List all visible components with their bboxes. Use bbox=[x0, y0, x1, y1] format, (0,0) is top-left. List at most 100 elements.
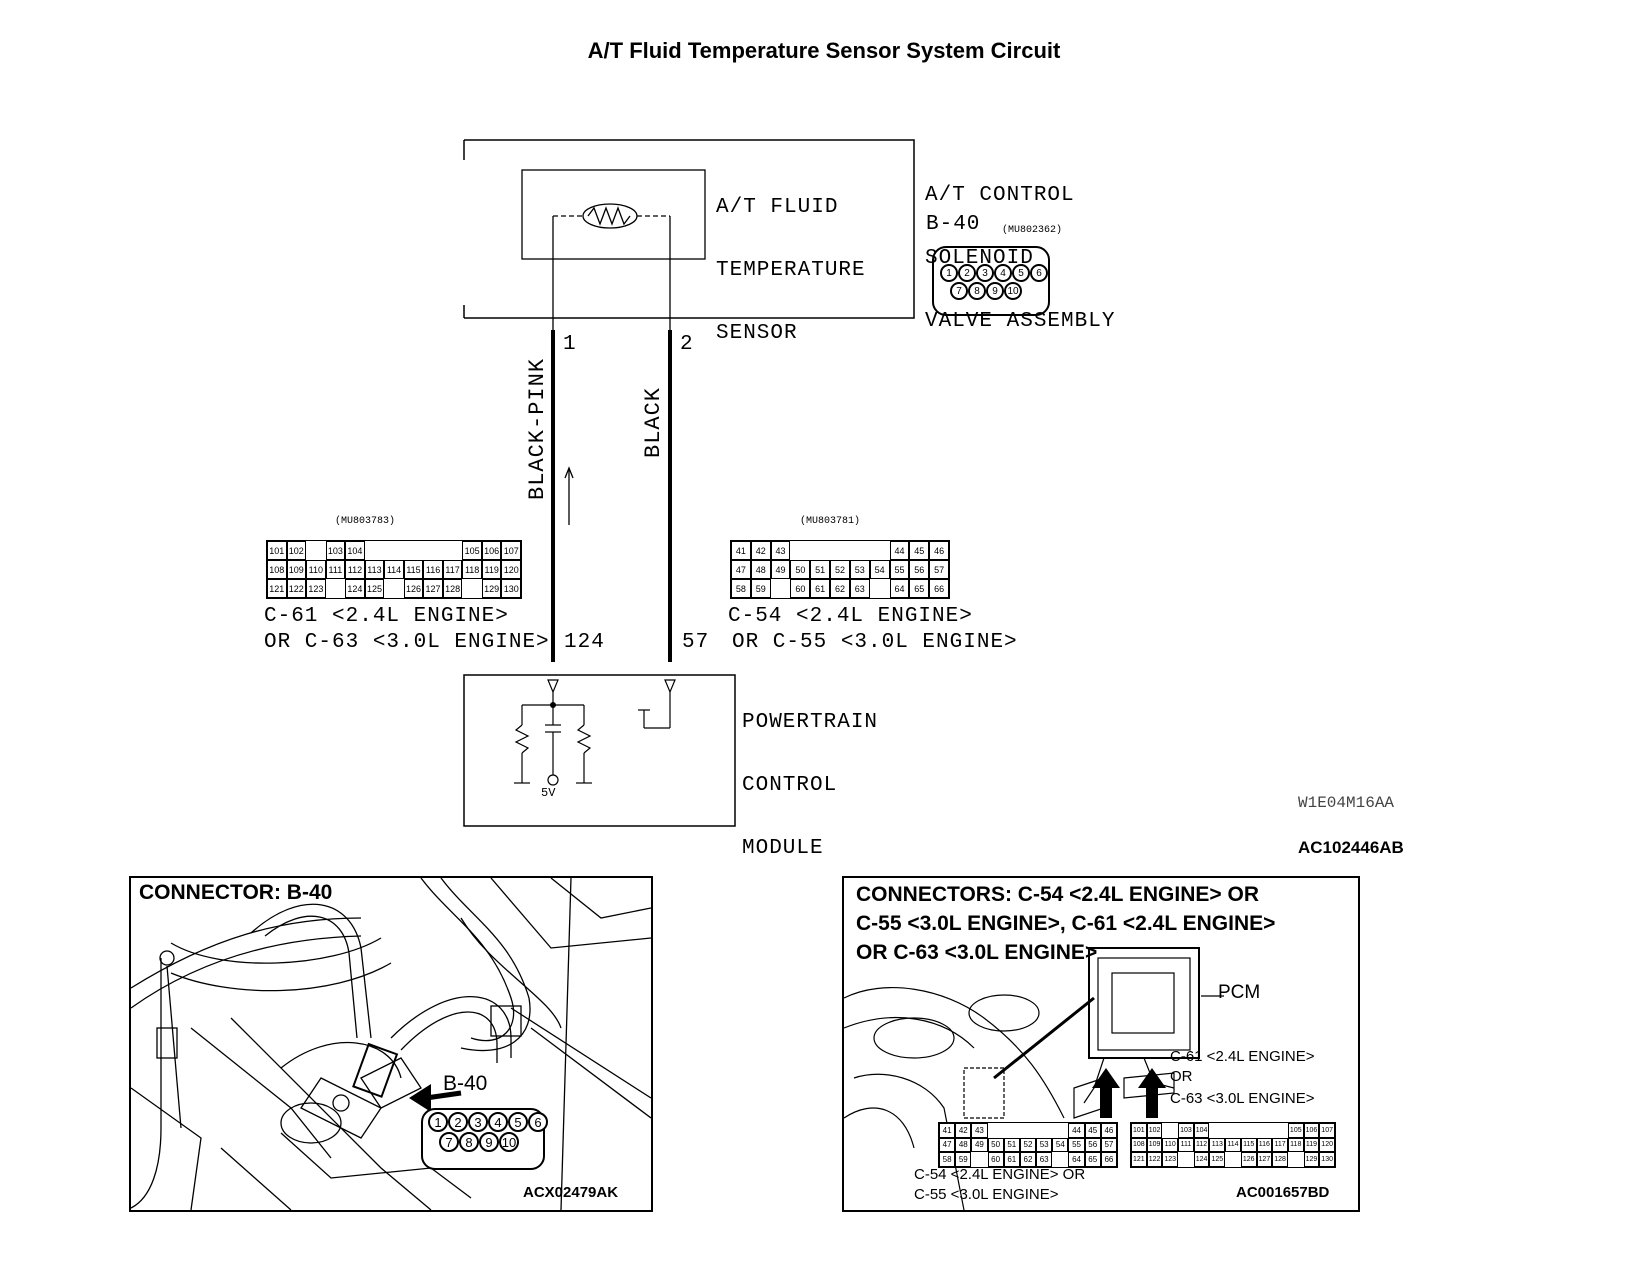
connector-pin: 58 bbox=[939, 1152, 956, 1167]
b40-pin: 9 bbox=[479, 1132, 499, 1152]
b40-pin: 2 bbox=[448, 1112, 468, 1132]
right-connector-label1: C-54 <2.4L ENGINE> bbox=[728, 605, 973, 628]
connector-pin: 125 bbox=[364, 579, 385, 598]
connector-pin: 53 bbox=[1036, 1137, 1053, 1153]
b40-pin: 1 bbox=[940, 264, 958, 282]
left-connector-label1: C-61 <2.4L ENGINE> bbox=[264, 605, 509, 628]
connector-pin: 124 bbox=[1193, 1152, 1210, 1167]
connector-pin: 119 bbox=[481, 560, 502, 579]
connector-pin-blank bbox=[404, 541, 424, 560]
pcm-label: POWERTRAIN CONTROL MODULE bbox=[742, 670, 878, 880]
connector-pin: 103 bbox=[325, 541, 346, 560]
page-title: A/T Fluid Temperature Sensor System Circ… bbox=[587, 38, 1061, 63]
connector-pin-blank bbox=[830, 541, 850, 560]
connector-pin: 56 bbox=[1084, 1137, 1101, 1153]
b40-pin: 3 bbox=[468, 1112, 488, 1132]
connector-pin-blank bbox=[1052, 1123, 1068, 1138]
connector-pin: 128 bbox=[442, 579, 463, 598]
sensor-label-line1: A/T FLUID bbox=[716, 196, 839, 219]
c55-callout-label: C-55 <3.0L ENGINE> bbox=[914, 1186, 1059, 1203]
connector-pin: 41 bbox=[731, 541, 751, 560]
b40-pin: 8 bbox=[459, 1132, 479, 1152]
connector-pin: 110 bbox=[1162, 1137, 1179, 1153]
right-connector-label2: OR C-55 <3.0L ENGINE> bbox=[732, 631, 1018, 654]
connector-pin: 120 bbox=[501, 560, 521, 579]
panel-left-code: ACX02479AK bbox=[523, 1184, 619, 1201]
b40-connector-face bbox=[932, 246, 1050, 316]
connector-pin: 130 bbox=[1319, 1152, 1335, 1167]
connector-pin: 50 bbox=[987, 1137, 1004, 1153]
connector-pin: 101 bbox=[1131, 1123, 1147, 1138]
connector-pin: 64 bbox=[889, 579, 910, 598]
connector-pin-blank bbox=[1178, 1152, 1194, 1167]
connector-pin: 110 bbox=[306, 560, 326, 579]
pcm-callout-label: PCM bbox=[1218, 982, 1261, 1003]
connector-pin-blank bbox=[850, 541, 870, 560]
connector-pin-blank bbox=[988, 1123, 1004, 1138]
connector-pin: 66 bbox=[929, 579, 949, 598]
connector-pin: 121 bbox=[267, 579, 287, 598]
b40-pin: 4 bbox=[994, 264, 1012, 282]
engine-bay-illustration bbox=[131, 878, 651, 1210]
c61-callout-label: C-61 <2.4L ENGINE> bbox=[1170, 1048, 1315, 1065]
connector-pin: 125 bbox=[1209, 1152, 1226, 1167]
right-connector-part: (MU803781) bbox=[800, 516, 861, 527]
connector-pin: 59 bbox=[955, 1152, 972, 1167]
connector-pin: 102 bbox=[1146, 1123, 1163, 1138]
diagram-code-main: AC102446AB bbox=[1298, 838, 1404, 857]
connector-pin: 51 bbox=[810, 560, 831, 579]
sensor-label-line3: SENSOR bbox=[716, 322, 798, 345]
b40-pin: 7 bbox=[439, 1132, 459, 1152]
connector-pin-blank bbox=[1225, 1152, 1241, 1167]
panel-right-title-line2: C-55 <3.0L ENGINE>, C-61 <2.4L ENGINE> bbox=[856, 912, 1276, 935]
b40-pin: 10 bbox=[499, 1132, 519, 1152]
connector-pin: 63 bbox=[849, 579, 870, 598]
connector-pin: 120 bbox=[1319, 1137, 1335, 1153]
connector-pin-blank bbox=[306, 541, 326, 560]
connector-pin: 126 bbox=[403, 579, 424, 598]
connector-pin: 64 bbox=[1068, 1152, 1085, 1167]
connector-pin-blank bbox=[1272, 1123, 1288, 1138]
connector-pin: 47 bbox=[731, 560, 751, 579]
connector-pin: 46 bbox=[929, 541, 949, 560]
wire-1-pin-top: 1 bbox=[563, 333, 577, 356]
connector-pin: 48 bbox=[955, 1137, 972, 1153]
assembly-label: A/T CONTROL SOLENOID VALVE ASSEMBLY bbox=[925, 143, 1115, 353]
connector-pin-blank bbox=[365, 541, 385, 560]
connector-pin-blank bbox=[384, 541, 404, 560]
connector-pin-blank bbox=[771, 579, 791, 598]
connector-b40-panel-title: CONNECTOR: B-40 bbox=[139, 881, 333, 904]
connector-pin-blank bbox=[1288, 1152, 1304, 1167]
wire-1-pin-bottom: 124 bbox=[564, 631, 605, 654]
connector-pin: 109 bbox=[286, 560, 307, 579]
left-connector-label2: OR C-63 <3.0L ENGINE> bbox=[264, 631, 550, 654]
sensor-label-line2: TEMPERATURE bbox=[716, 259, 866, 282]
connector-pin: 112 bbox=[345, 560, 365, 579]
connector-pin: 42 bbox=[750, 541, 771, 560]
connector-pin: 105 bbox=[462, 541, 482, 560]
connector-pin: 63 bbox=[1036, 1152, 1053, 1167]
connector-pin: 112 bbox=[1193, 1137, 1210, 1153]
connector-pin: 52 bbox=[1019, 1137, 1037, 1153]
connector-pin: 122 bbox=[1146, 1152, 1163, 1167]
connector-pin-blank bbox=[1052, 1152, 1068, 1167]
wire-2-color: BLACK bbox=[641, 386, 666, 458]
connector-pin: 50 bbox=[790, 560, 811, 579]
connector-pin: 113 bbox=[364, 560, 385, 579]
connector-pin: 55 bbox=[1068, 1137, 1085, 1153]
connector-pin: 127 bbox=[1256, 1152, 1273, 1167]
connector-pin: 60 bbox=[790, 579, 811, 598]
b40-pin: 6 bbox=[528, 1112, 548, 1132]
connector-pin: 106 bbox=[1303, 1123, 1320, 1138]
connector-pin: 44 bbox=[1068, 1123, 1085, 1138]
pcm-label-line3: MODULE bbox=[742, 837, 824, 860]
connector-pin: 54 bbox=[869, 560, 890, 579]
connector-pin: 118 bbox=[1287, 1137, 1304, 1153]
connector-pin-blank bbox=[384, 579, 404, 598]
connector-pin: 45 bbox=[1084, 1123, 1101, 1138]
b40-pin: 7 bbox=[950, 282, 968, 300]
connector-pin: 124 bbox=[345, 579, 365, 598]
